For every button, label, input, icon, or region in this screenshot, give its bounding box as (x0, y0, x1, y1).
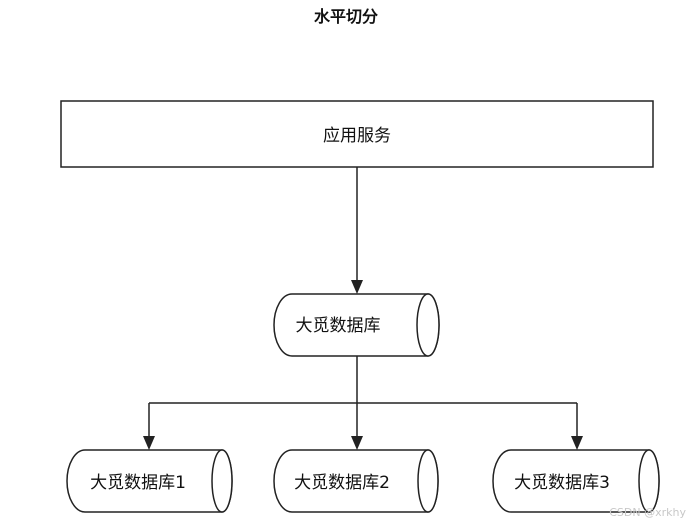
watermark: CSDN @xrkhy (609, 506, 686, 519)
shard-db-node-1: 大觅数据库1 (66, 449, 233, 513)
shard-db-node-2: 大觅数据库2 (273, 449, 439, 513)
diagram-title: 水平切分 (314, 7, 378, 26)
shard-db-label-1: 大觅数据库1 (90, 473, 186, 493)
edge-app-to-main-db (351, 167, 363, 294)
main-db-label: 大觅数据库 (296, 316, 381, 336)
shard-db-node-3: 大觅数据库3 (492, 449, 660, 513)
edge-main-db-to-shards (143, 356, 583, 450)
main-db-node: 大觅数据库 (273, 293, 440, 357)
shard-db-label-2: 大觅数据库2 (294, 473, 390, 493)
shard-db-label-3: 大觅数据库3 (514, 473, 610, 493)
app-service-node: 应用服务 (60, 100, 654, 168)
app-service-label: 应用服务 (323, 126, 391, 146)
